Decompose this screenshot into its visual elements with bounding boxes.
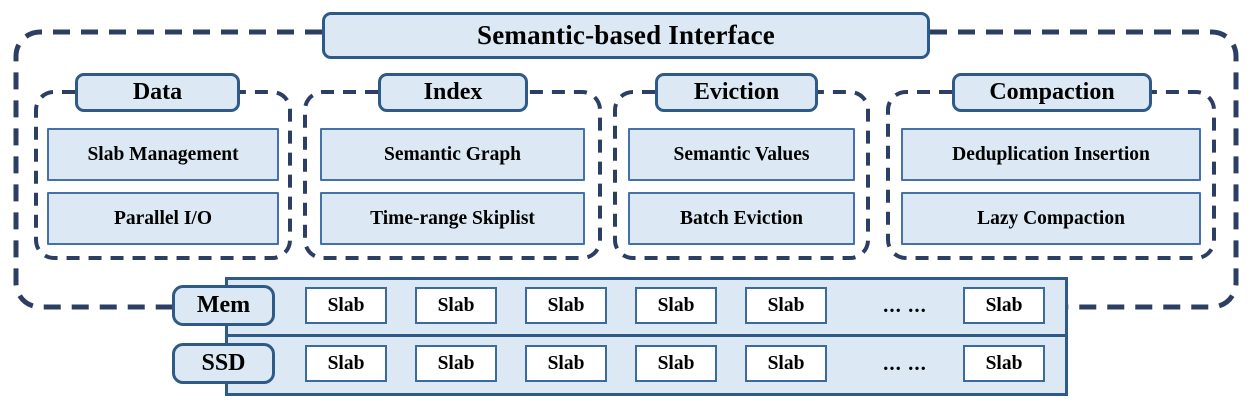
slab-ssd-4[interactable]: Slab — [635, 345, 717, 382]
slab-mem-3[interactable]: Slab — [525, 287, 607, 324]
group-container-eviction — [613, 90, 870, 260]
feature-semantic-graph[interactable]: Semantic Graph — [320, 128, 585, 181]
tier-row-divider — [225, 334, 1068, 337]
feature-deduplication-insertion[interactable]: Deduplication Insertion — [901, 128, 1201, 181]
slab-ssd-5[interactable]: Slab — [745, 345, 827, 382]
slab-ssd-1[interactable]: Slab — [305, 345, 387, 382]
slab-ssd-2[interactable]: Slab — [415, 345, 497, 382]
group-container-index — [303, 90, 602, 260]
outer-boundary-left — [13, 29, 322, 310]
slab-ssd-last[interactable]: Slab — [963, 345, 1045, 382]
slab-ssd-3[interactable]: Slab — [525, 345, 607, 382]
feature-time-range-skiplist[interactable]: Time-range Skiplist — [320, 192, 585, 245]
slab-ellipsis-ssd: ... ... — [883, 351, 927, 375]
feature-semantic-values[interactable]: Semantic Values — [628, 128, 855, 181]
slab-mem-last[interactable]: Slab — [963, 287, 1045, 324]
group-label-eviction[interactable]: Eviction — [655, 73, 818, 112]
group-container-data — [34, 90, 292, 260]
group-label-data[interactable]: Data — [75, 73, 240, 112]
semantic-based-interface-banner[interactable]: Semantic-based Interface — [322, 12, 930, 59]
slab-mem-5[interactable]: Slab — [745, 287, 827, 324]
tier-label-mem[interactable]: Mem — [172, 285, 275, 326]
group-label-index[interactable]: Index — [378, 73, 528, 112]
feature-lazy-compaction[interactable]: Lazy Compaction — [901, 192, 1201, 245]
feature-slab-management[interactable]: Slab Management — [47, 128, 279, 181]
tier-label-ssd[interactable]: SSD — [172, 343, 275, 384]
outer-boundary-right — [930, 29, 1239, 310]
slab-mem-1[interactable]: Slab — [305, 287, 387, 324]
slab-mem-2[interactable]: Slab — [415, 287, 497, 324]
feature-batch-eviction[interactable]: Batch Eviction — [628, 192, 855, 245]
slab-mem-4[interactable]: Slab — [635, 287, 717, 324]
group-container-compaction — [886, 90, 1216, 260]
group-label-compaction[interactable]: Compaction — [952, 73, 1152, 112]
slab-ellipsis-mem: ... ... — [883, 293, 927, 317]
feature-parallel-io[interactable]: Parallel I/O — [47, 192, 279, 245]
